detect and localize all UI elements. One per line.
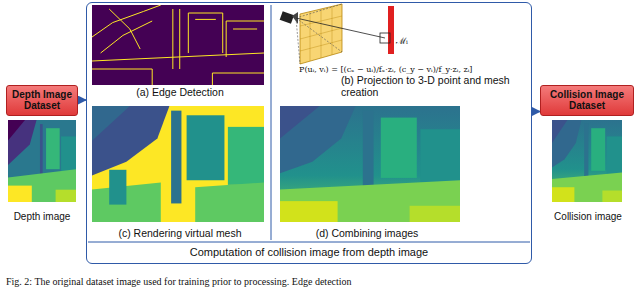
collision-image — [552, 120, 622, 202]
image-label: Collision image — [554, 211, 622, 222]
projection-illustration — [296, 4, 342, 64]
dataset-box: Collision Image Dataset — [540, 85, 634, 116]
panel-label: (b) Projection to 3-D point and mesh cre… — [341, 74, 526, 98]
combined-image — [280, 106, 460, 222]
projection-illustration — [300, 28, 342, 39]
panel-divider — [88, 5, 530, 242]
depth-image — [8, 120, 76, 202]
panel: (b) Projection to 3-D point and mesh cre… — [275, 5, 529, 101]
projection-illustration — [300, 16, 342, 26]
figure-caption: Fig. 2: The original dataset image used … — [6, 276, 634, 288]
box-label: Depth Image Dataset — [11, 89, 73, 112]
panel: (a) Edge Detection — [91, 5, 269, 101]
flow-arrow — [78, 99, 86, 101]
process-group: Computation of collision image from dept… — [86, 2, 532, 264]
panel-divider — [88, 242, 530, 243]
panel-divider — [271, 5, 272, 240]
projection-illustration — [300, 40, 342, 51]
projection-illustration — [380, 33, 390, 43]
panel: (d) Combining images — [275, 105, 529, 241]
projection-illustration — [280, 4, 394, 64]
panel-label: (c) Rendering virtual mesh — [118, 227, 241, 239]
formula-holder: P(uᵢ, vᵢ) = [(cₓ − uᵢ)/fₓ·zᵢ, (c_y − vᵢ)… — [298, 58, 526, 76]
edge-image — [92, 5, 264, 85]
box-label: Collision Image Dataset — [545, 89, 629, 112]
projection-illustration — [280, 11, 294, 24]
mesh-symbol-holder: ℳᵢ — [396, 30, 416, 48]
image-label-holder: Depth image — [4, 206, 80, 224]
panel-label: (a) Edge Detection — [136, 86, 224, 98]
projection-illustration — [300, 4, 342, 64]
panel-label: Computation of collision image from dept… — [190, 246, 428, 259]
panel-label: (d) Combining images — [316, 227, 419, 239]
projection-illustration — [296, 18, 300, 64]
projection-illustration — [296, 18, 385, 38]
image-label-holder: Collision image — [540, 206, 636, 224]
projection-illustration — [388, 6, 394, 54]
collision-image — [552, 120, 622, 202]
projection-illustration — [296, 4, 342, 18]
dataset-box: Depth Image Dataset — [6, 85, 78, 116]
formula: P(uᵢ, vᵢ) = [(cₓ − uᵢ)/fₓ·zᵢ, (c_y − vᵢ)… — [298, 65, 473, 74]
caption-holder: Fig. 2: The original dataset image used … — [6, 276, 634, 288]
mesh-image — [92, 106, 264, 222]
combined-image — [280, 106, 460, 222]
flow-arrow — [532, 111, 540, 113]
depth-image — [8, 120, 76, 202]
edge-image — [92, 5, 264, 85]
image-label: Depth image — [14, 211, 71, 222]
mesh-image — [92, 106, 264, 222]
panel: (c) Rendering virtual mesh — [91, 105, 269, 241]
mesh-symbol: ℳᵢ — [396, 36, 408, 46]
